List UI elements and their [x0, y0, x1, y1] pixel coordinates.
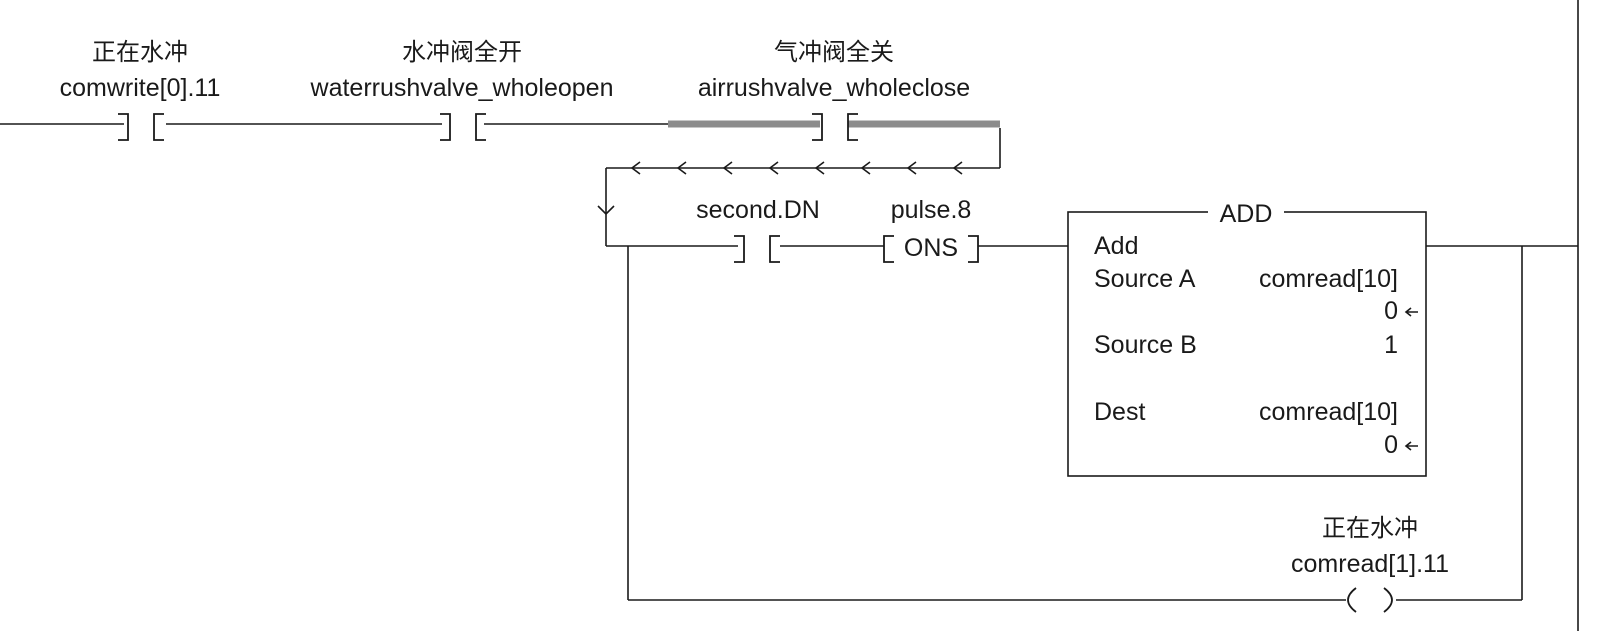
coil-tag: comread[1].11 [1291, 550, 1449, 578]
coil-symbol [1347, 587, 1393, 613]
contact-tag: airrushvalve_wholeclose [698, 74, 970, 102]
ons-tag: pulse.8 [891, 196, 972, 224]
dest-label: Dest [1094, 398, 1145, 426]
value-arrow-icon [1404, 441, 1418, 451]
source-a-label: Source A [1094, 265, 1196, 293]
contact-symbol [734, 235, 780, 263]
contact-description: 气冲阀全关 [774, 38, 894, 66]
dest-value: 0 [1384, 431, 1398, 459]
ons-bracket-left [883, 235, 894, 263]
contact-symbol [812, 113, 858, 141]
add-subtitle: Add [1094, 232, 1138, 260]
contact-description: 水冲阀全开 [402, 38, 522, 66]
contact-waterrushvalve-wholeopen[interactable]: 水冲阀全开 waterrushvalve_wholeopen [310, 38, 614, 141]
source-a-tag: comread[10] [1259, 265, 1398, 293]
source-a-value: 0 [1384, 297, 1398, 325]
contact-second-dn[interactable]: second.DN [696, 196, 820, 263]
ons-label: ONS [904, 234, 958, 262]
dest-tag: comread[10] [1259, 398, 1398, 426]
source-b-label: Source B [1094, 331, 1197, 359]
contact-tag: second.DN [696, 196, 820, 224]
contact-airrushvalve-wholeclose[interactable]: 气冲阀全关 airrushvalve_wholeclose [668, 38, 1000, 141]
add-instruction-block[interactable]: ADD Add Source A comread[10] 0 Source B … [1067, 200, 1427, 477]
ons-instruction[interactable]: pulse.8 ONS [883, 196, 979, 263]
add-title: ADD [1220, 200, 1273, 228]
ons-bracket-right [968, 235, 979, 263]
source-b-value: 1 [1384, 331, 1398, 359]
coil-comread-1-11[interactable]: 正在水冲 comread[1].11 [1291, 514, 1449, 613]
branch-arrow-row [597, 128, 1001, 246]
contact-description: 正在水冲 [92, 38, 188, 66]
contact-symbol [118, 113, 164, 141]
add-box [1067, 211, 1427, 477]
contact-symbol [440, 113, 486, 141]
add-title-gap [1208, 206, 1284, 218]
contact-tag: waterrushvalve_wholeopen [310, 74, 614, 102]
contact-comwrite-0-11[interactable]: 正在水冲 comwrite[0].11 [60, 38, 221, 141]
value-arrow-icon [1404, 307, 1418, 317]
contact-tag: comwrite[0].11 [60, 74, 221, 102]
coil-description: 正在水冲 [1322, 514, 1418, 542]
